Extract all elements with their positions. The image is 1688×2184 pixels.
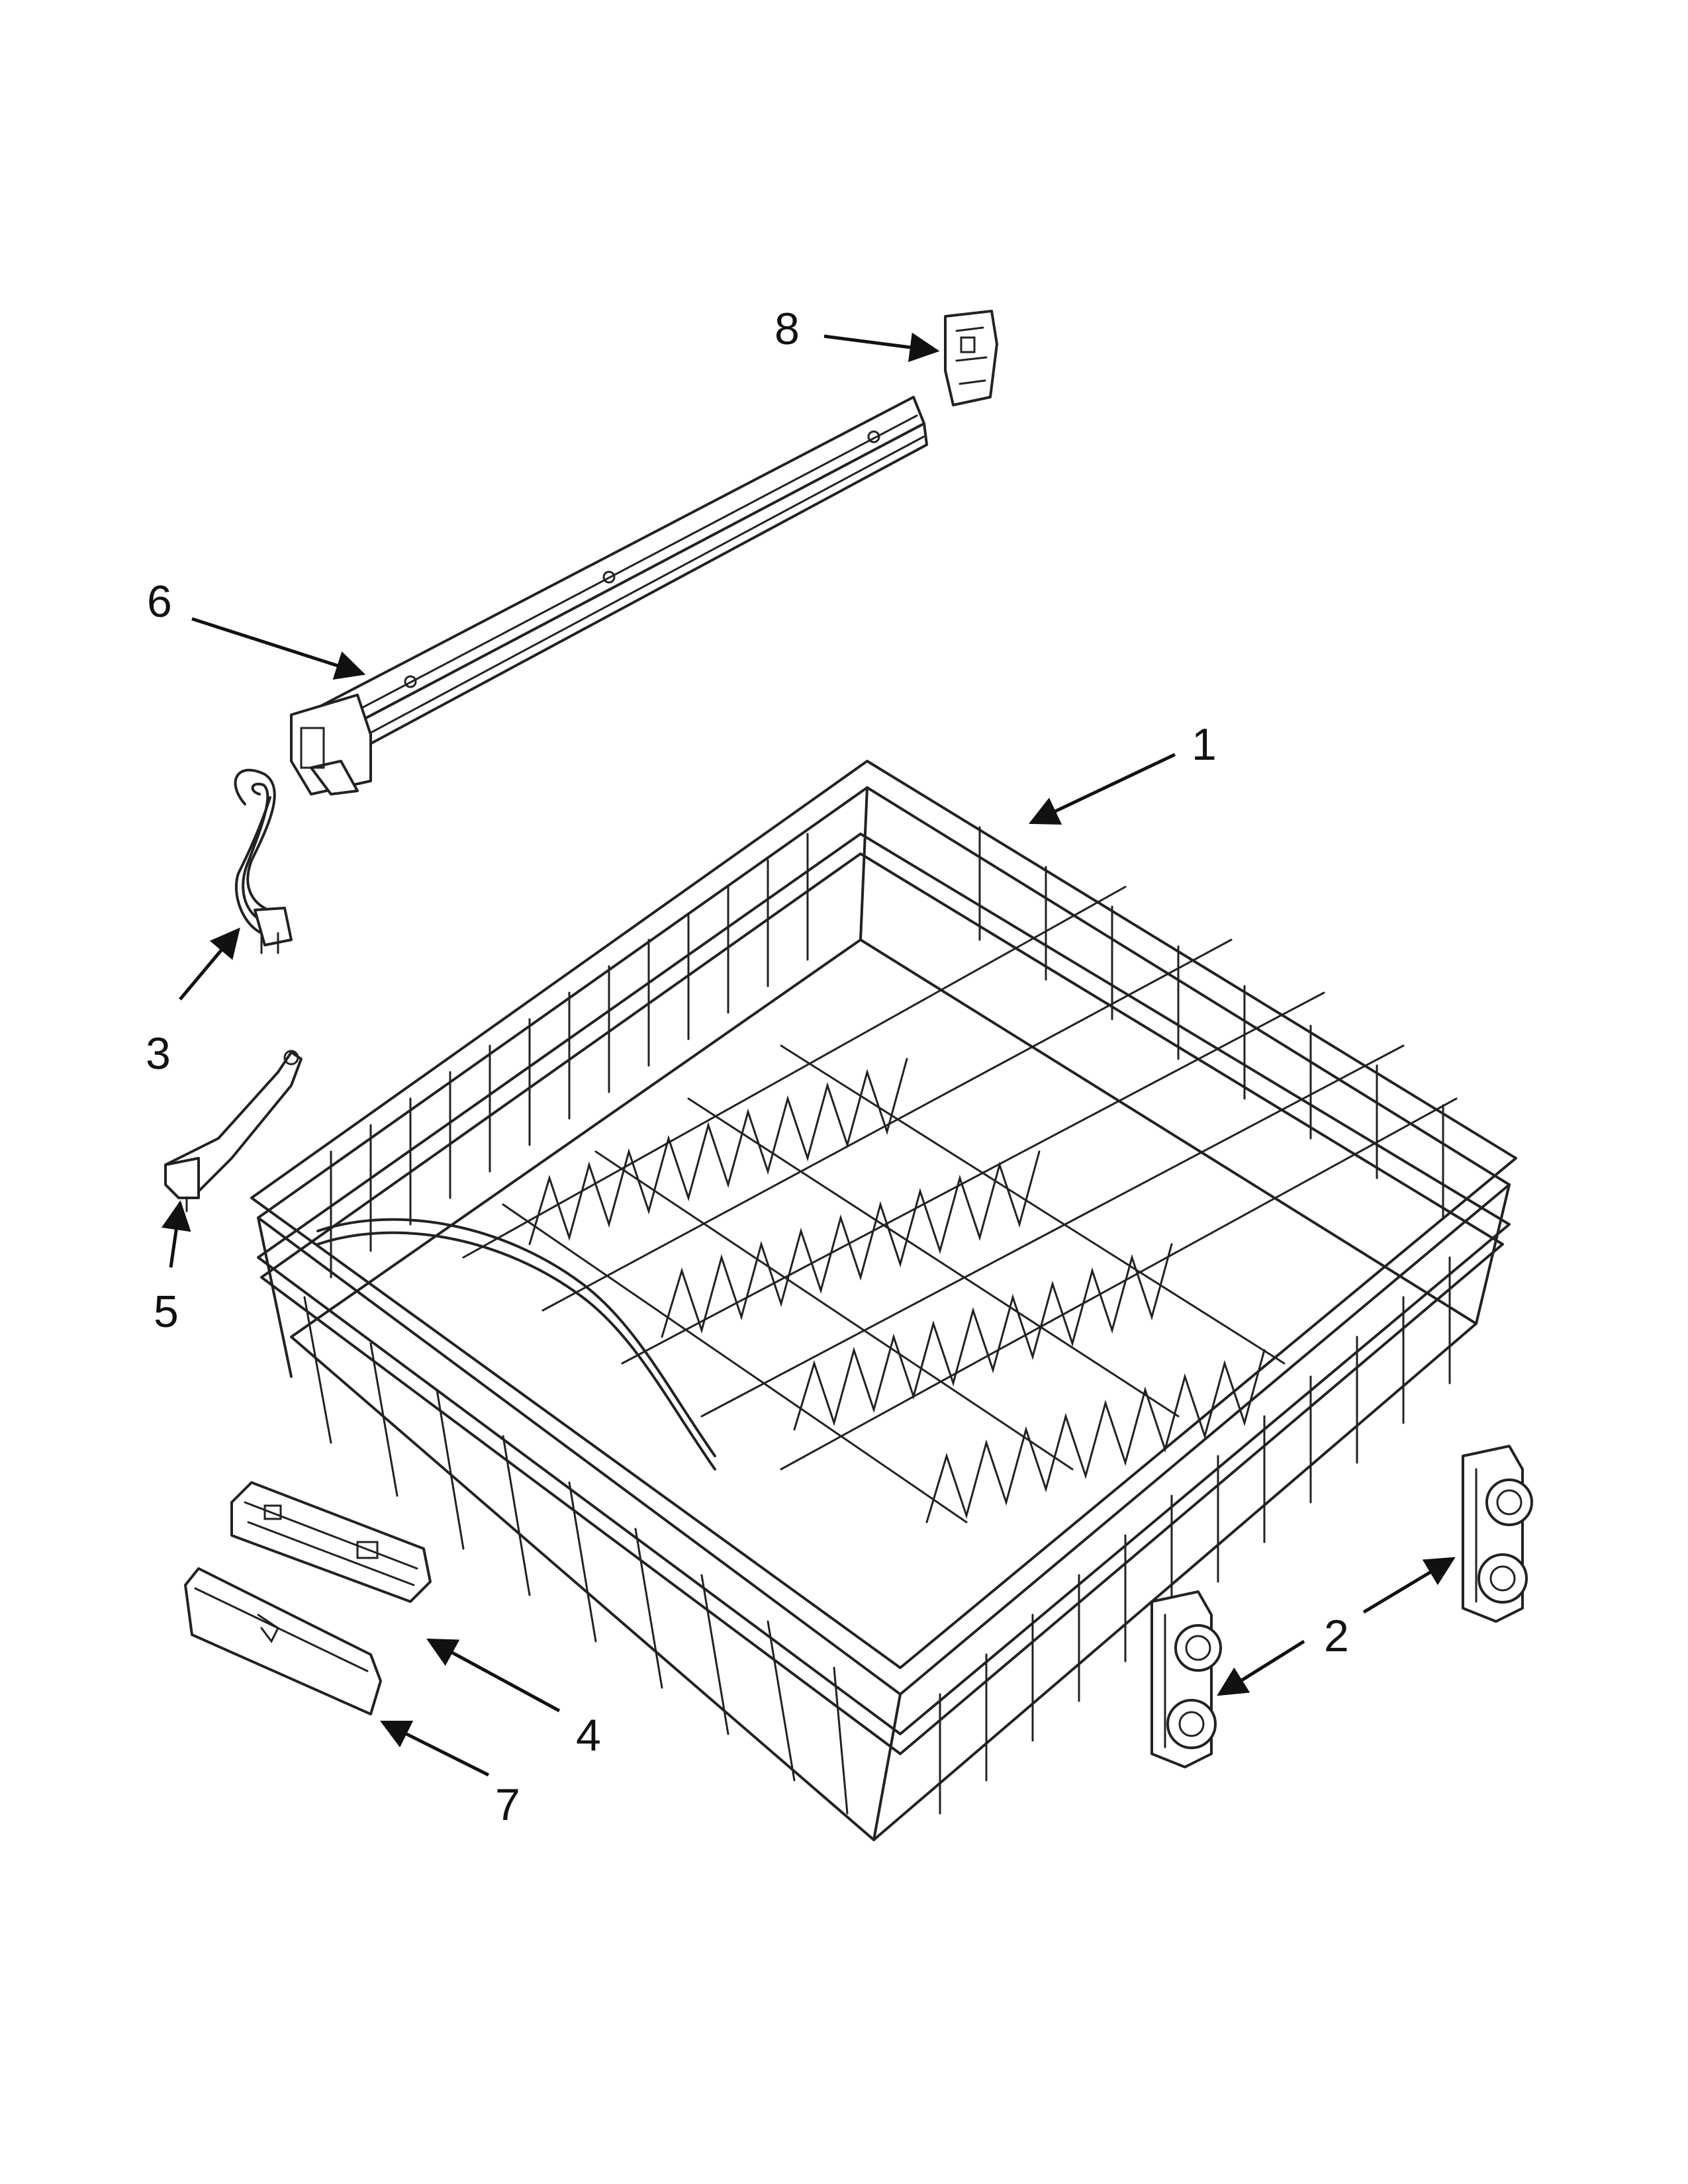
part-7-handle-cover <box>184 1567 382 1715</box>
part-1-dish-rack <box>250 760 1517 1841</box>
callout-4: 4 <box>576 1710 601 1760</box>
leader-7 <box>379 1720 490 1777</box>
callout-1: 1 <box>1192 719 1217 770</box>
part-2-adjuster-right <box>1462 1445 1533 1623</box>
leader-5 <box>161 1200 191 1268</box>
callout-8: 8 <box>774 304 800 354</box>
leader-2a <box>1362 1557 1456 1614</box>
callout-5: 5 <box>154 1287 179 1337</box>
part-4-handle-insert <box>230 1481 432 1603</box>
part-2-adjuster-left <box>1150 1590 1222 1768</box>
callout-6: 6 <box>147 576 172 627</box>
part-3-wire-clip <box>234 768 293 954</box>
leader-1 <box>1028 752 1176 825</box>
leader-3 <box>179 927 240 1001</box>
leader-6 <box>191 617 366 680</box>
leader-8 <box>823 332 940 363</box>
leader-2b <box>1217 1639 1305 1696</box>
leader-4 <box>426 1638 561 1713</box>
part-6-rail <box>290 396 928 796</box>
callout-2: 2 <box>1324 1611 1349 1661</box>
callout-7: 7 <box>495 1780 520 1830</box>
part-5-rack-stop <box>164 1050 303 1212</box>
callout-3: 3 <box>146 1028 171 1079</box>
part-8-clip <box>944 310 998 406</box>
